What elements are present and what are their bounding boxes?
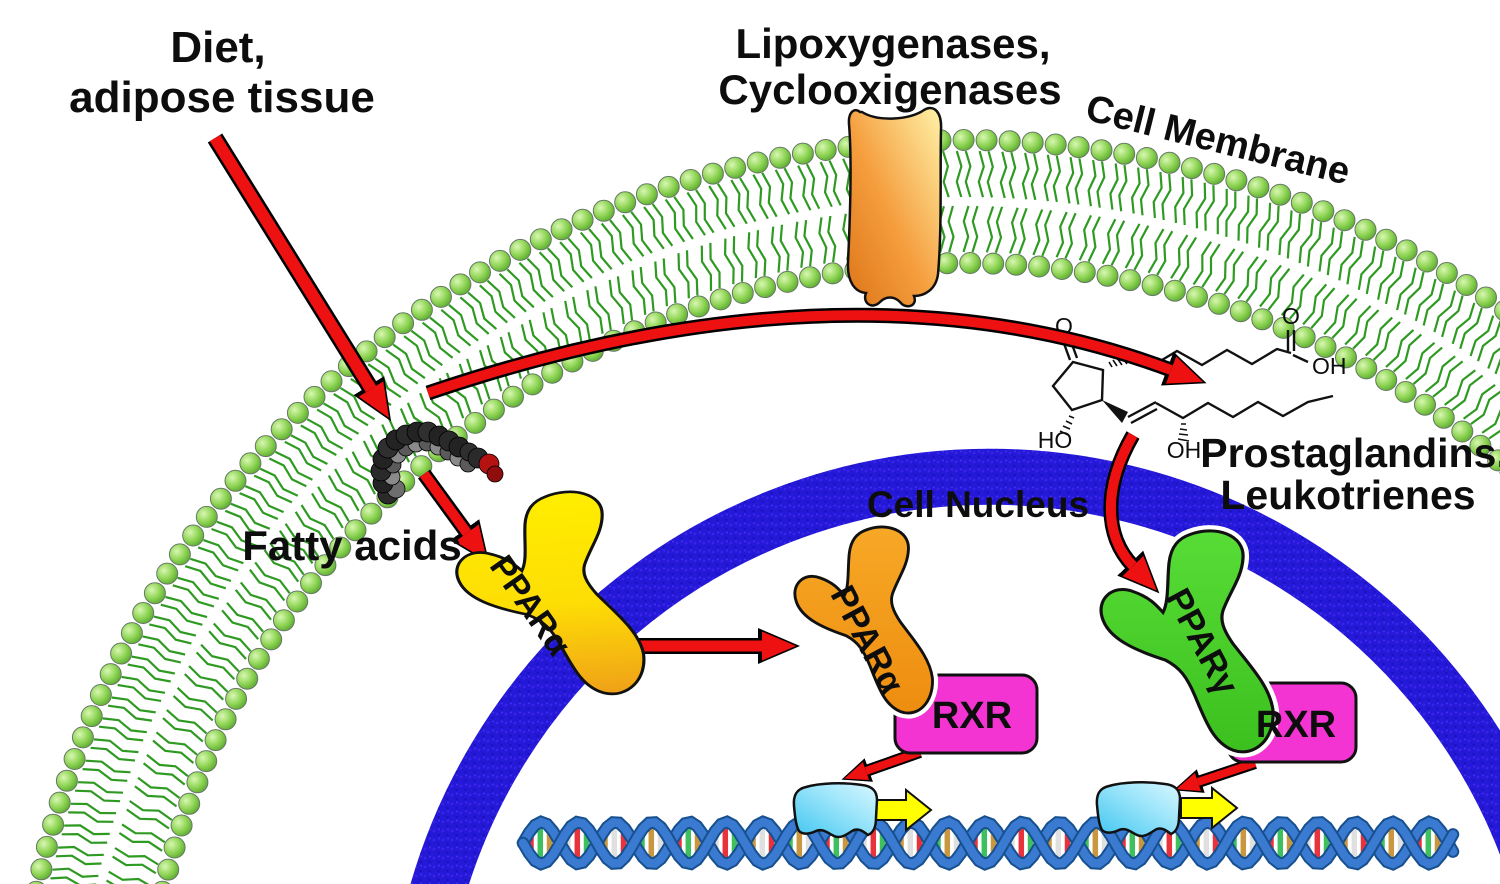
prostaglandin-structure: O O OH HO OH bbox=[1038, 303, 1347, 463]
rxr-left-label: RXR bbox=[932, 695, 1012, 737]
fatty-acid-molecule bbox=[370, 421, 504, 505]
chain-hydroxyl-label: OH bbox=[1167, 437, 1202, 463]
enzymes-label-line1: Lipoxygenases, bbox=[735, 20, 1050, 67]
acid-oxygen-label: O bbox=[1282, 303, 1300, 329]
cell-nucleus-label: Cell Nucleus bbox=[867, 484, 1089, 525]
prostaglandins-label-line1: Prostaglandins, bbox=[1200, 430, 1500, 476]
pathway-arrows bbox=[207, 133, 1257, 793]
transcription-factor-box-left bbox=[792, 782, 879, 839]
acid-hydroxyl-label: OH bbox=[1312, 353, 1347, 379]
transcription-factor-box-right bbox=[1095, 781, 1182, 838]
text-labels: Diet, adipose tissue Lipoxygenases, Cycl… bbox=[69, 20, 1500, 746]
rxr-right-label: RXR bbox=[1256, 704, 1336, 746]
lipoxygenase-channel-protein bbox=[846, 106, 943, 308]
nuclear-envelope bbox=[410, 448, 1500, 884]
dna-double-helix bbox=[516, 815, 1460, 871]
prostaglandins-label-line2: Leukotrienes bbox=[1220, 472, 1475, 518]
diet-label-line1: Diet, bbox=[170, 23, 265, 72]
enzymes-label-line2: Cyclooxigenases bbox=[718, 66, 1061, 113]
ring-hydroxyl-label: HO bbox=[1038, 427, 1073, 453]
diet-label-line2: adipose tissue bbox=[69, 73, 375, 122]
fatty-acids-label: Fatty acids bbox=[242, 522, 461, 569]
